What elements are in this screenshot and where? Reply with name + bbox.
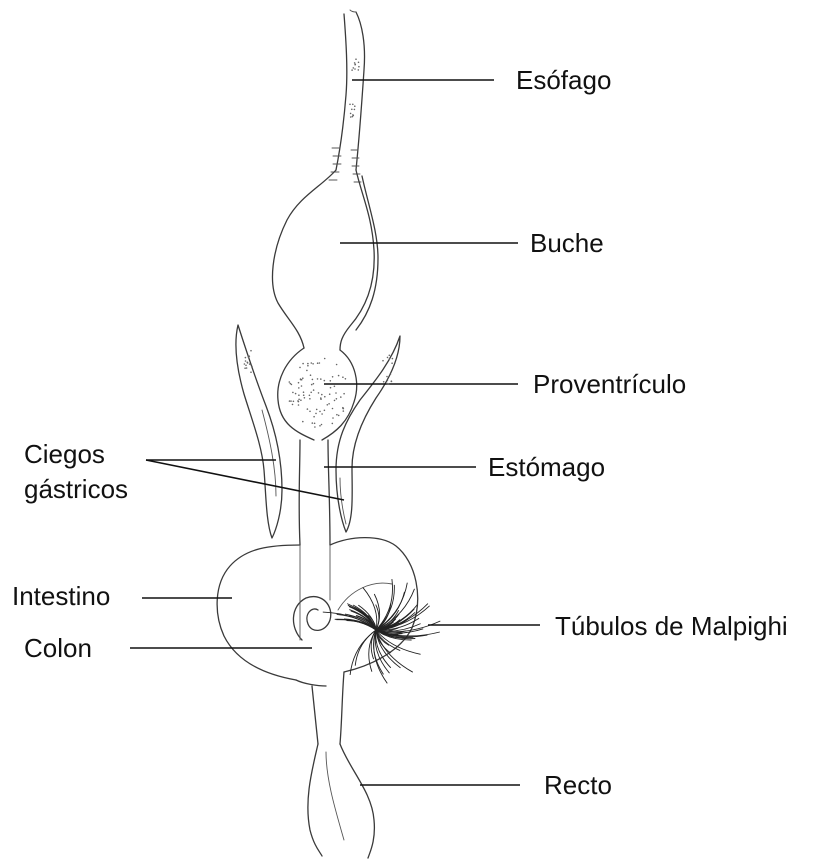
label-estomago: Estómago [488,453,605,483]
label-tubulos: Túbulos de Malpighi [555,612,788,642]
malpighian-tubules-drawing [323,579,441,683]
esophagus-drawing [329,10,365,182]
rectum-drawing [308,744,375,858]
label-ciegos-line1: Ciegos [24,440,105,470]
leader-ciegos-b [146,460,344,500]
label-buche: Buche [530,229,604,259]
esophagus-stipple-lower [349,104,355,118]
esophagus-stipple [351,58,359,70]
label-intestino: Intestino [12,582,110,612]
caecum-left-stipple [244,350,253,373]
gastric-caeca-drawing [236,325,400,538]
colon-drawing [312,672,344,744]
label-recto: Recto [544,771,612,801]
label-esofago: Esófago [516,66,611,96]
label-ciegos-line2: gástricos [24,475,128,505]
proventriculus-stipple [289,358,347,428]
label-colon: Colon [24,634,92,664]
leader-lines [130,80,540,785]
crop-drawing [272,170,378,350]
label-proventriculo: Proventrículo [533,370,686,400]
